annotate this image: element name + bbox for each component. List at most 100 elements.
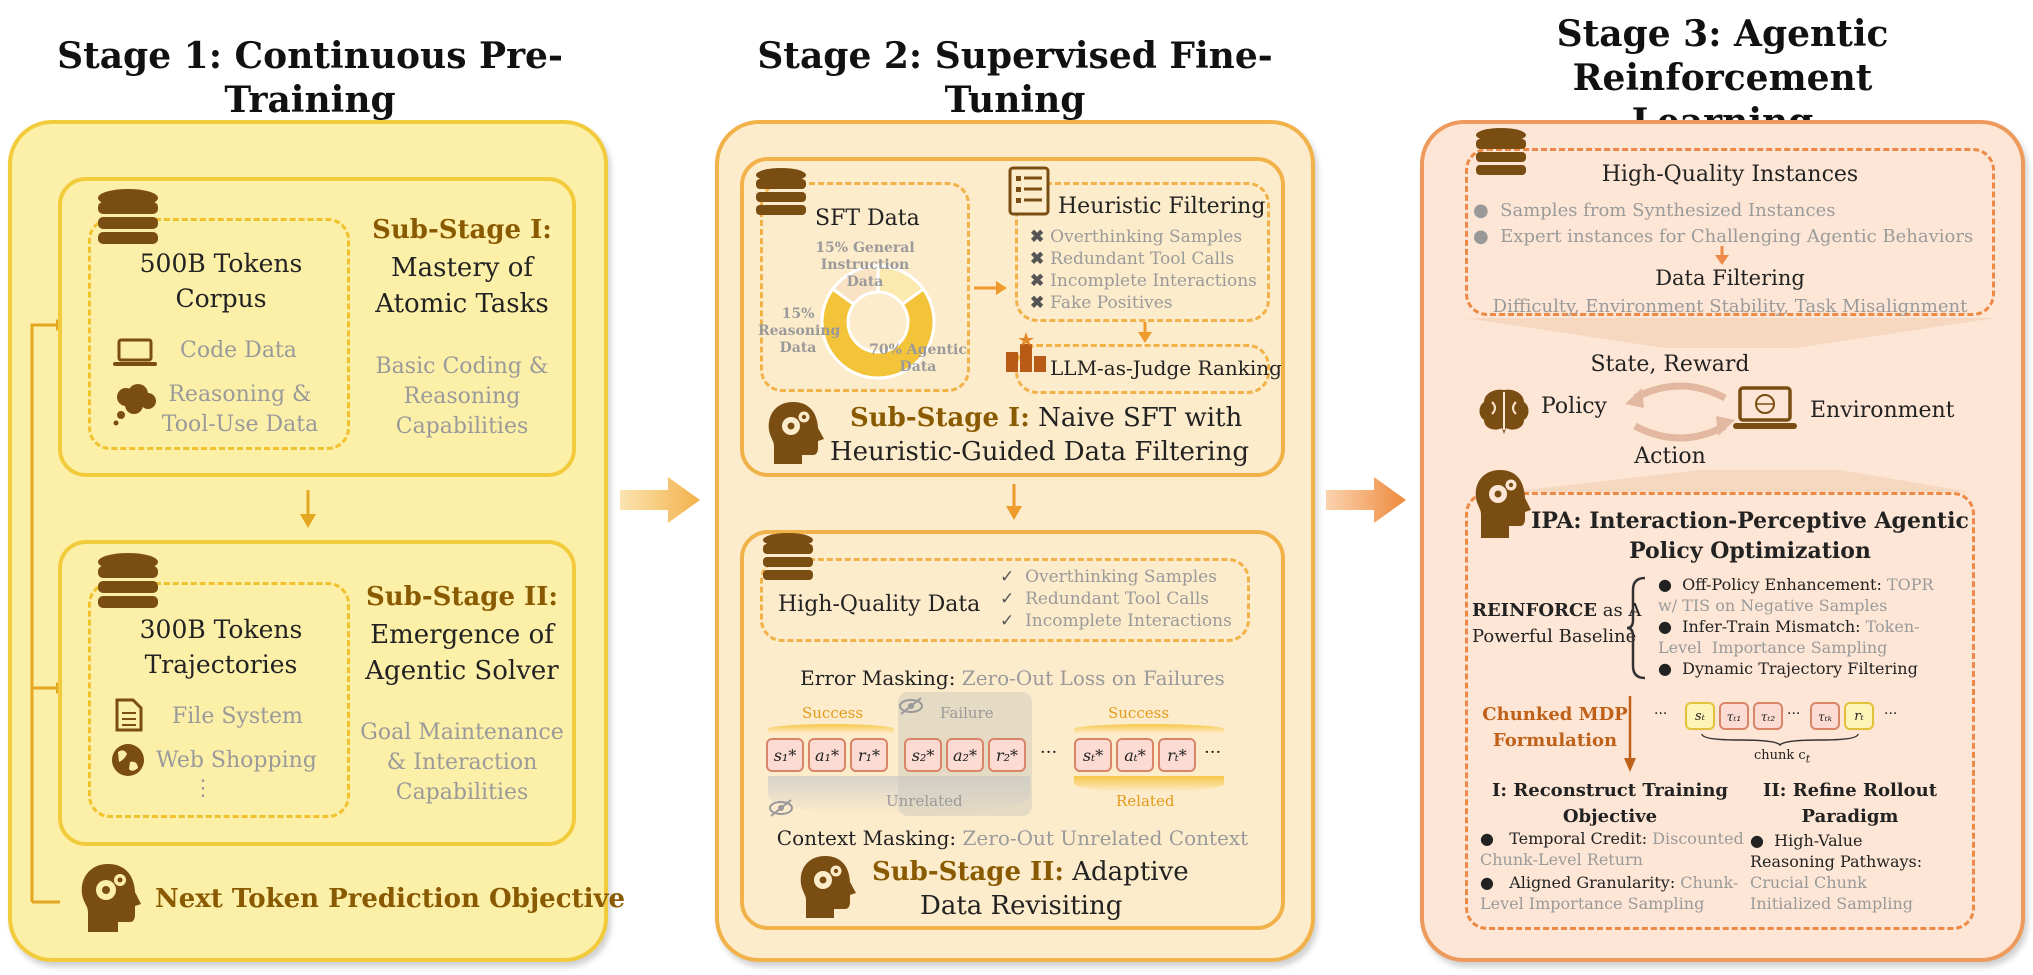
hq-instance-item: ● Samples from Synthesized Instances [1473,200,1836,221]
stage-arrow-icon [620,477,700,523]
data-filtering-title: Data Filtering [1655,266,1805,290]
chunk-ellipsis: ··· [1787,706,1801,722]
chip-ellipsis-2: ··· [1204,742,1222,763]
ipa-box [1465,492,1975,930]
code-data-label: Code Data [180,338,297,363]
stage2-sub1-heading: Sub-Stage I: Naive SFT with [850,403,1243,433]
thought-bubble-icon [113,384,156,426]
hq-list: ✓ Overthinking Samples ✓ Redundant Tool … [1000,566,1232,632]
unrelated-label: Unrelated [886,792,963,810]
hq-item: ✓ Incomplete Interactions [1000,611,1232,631]
ipa-funnel-shade [1510,470,1970,492]
sft-data-box [760,182,970,392]
brain-icon [1479,389,1529,434]
token-chip: rₜ* [1158,738,1196,772]
context-masking: Context Masking: Zero-Out Unrelated Cont… [776,826,1249,850]
stage1-title: Stage 1: Continuous Pre-Training [57,35,563,121]
reconstruct-item: ● Aligned Granularity: Chunk- Level Impo… [1480,873,1739,913]
filter-item: ✖ Overthinking Samples [1030,227,1243,247]
related-band [1074,776,1224,792]
environment-label: Environment [1810,398,1955,423]
objective-label: Next Token Prediction Objective [155,884,626,914]
right-arrow-icon [974,281,1007,295]
policy-label: Policy [1541,394,1607,419]
head-gear-icon [81,864,141,932]
chunked-mdp-label: Chunked MDP Formulation [1482,704,1628,751]
corpus2-title: 300B Tokens Trajectories [139,615,303,679]
success-label: Success [802,704,864,722]
reconstruct-item: ● Temporal Credit: Discounted Chunk-Leve… [1480,829,1744,869]
chip-ellipsis: ··· [1040,742,1058,763]
globe-icon [112,744,144,776]
chunk-chip: τₜ₂ [1753,702,1783,730]
hq-instance-item: ● Expert instances for Challenging Agent… [1473,226,1974,247]
eye-off-icon [769,799,793,817]
refine-list: ● High-Value Reasoning Pathways: Crucial… [1750,830,1922,914]
substage2-label: Sub-Stage II: [366,582,558,612]
down-arrow-icon [1006,484,1022,520]
token-chip: r₁* [850,738,888,772]
reconstruct-list: ● Temporal Credit: Discounted Chunk-Leve… [1480,828,1744,914]
chunk-label: chunk ct [1754,748,1811,766]
head-gear-icon [768,402,824,464]
stage1-corpus2-box [88,582,350,818]
sft-donut-chart [820,264,936,380]
corpus1-title: 500B Tokens Corpus [139,249,303,313]
substage2-capabilities: Goal Maintenance & Interaction Capabilit… [360,720,564,805]
eye-off-icon [899,697,923,715]
stage2-sub2-line2: Data Revisiting [920,891,1123,921]
enhancement-item: ● Infer-Train Mismatch: Token- Level Imp… [1658,617,1920,657]
hq-instances-box [1465,148,1995,316]
substage1-capabilities: Basic Coding & Reasoning Capabilities [375,354,549,439]
heuristic-filtering-title: Heuristic Filtering [1058,194,1266,219]
database-icon [98,189,158,244]
stage2-sub2-heading: Sub-Stage II: Adaptive [872,857,1189,887]
substage2-name: Emergence of Agentic Solver [365,620,559,686]
data-filtering-desc: Difficulty, Environment Stability, Task … [1492,296,1968,317]
token-chip: a₂* [946,738,984,772]
brace-icon [1626,576,1646,680]
hq-data-title: High-Quality Data [778,592,981,617]
state-reward-label: State, Reward [1590,352,1750,377]
hq-item: ✓ Overthinking Samples [1000,567,1217,587]
related-label: Related [1116,792,1175,810]
token-chip: a₁* [808,738,846,772]
database-icon [1476,128,1526,175]
hq-data-box [760,558,1250,642]
chunk-ellipsis: ··· [1654,706,1668,722]
stage2-sub1-line2: Heuristic-Guided Data Filtering [830,437,1249,467]
token-chip: r₂* [988,738,1026,772]
success-band [768,724,894,734]
ranking-label: LLM-as-Judge Ranking [1050,356,1282,380]
podium-icon [1006,332,1046,372]
head-gear-icon [800,856,856,918]
hq-instances-title: High-Quality Instances [1601,162,1859,187]
success-label-2: Success [1108,704,1170,722]
slice-label-reasoning: 15% Reasoning Data [758,306,841,356]
head-gear-icon [1475,470,1531,538]
refine-item: ● High-Value Reasoning Pathways: Crucial… [1750,831,1923,913]
interaction-cycle-arrows [1625,382,1735,442]
unrelated-band [768,776,1030,816]
filter-list: ✖ Overthinking Samples ✖ Redundant Tool … [1030,226,1257,314]
chunk-chip: τₜ₁ [1719,702,1749,730]
stage2-title: Stage 2: Supervised Fine-Tuning [757,35,1273,121]
document-icon [115,698,143,732]
token-chip: sₜ* [1074,738,1112,772]
success-band [1074,724,1224,734]
chunk-brace-icon [1701,733,1859,746]
more-items-ellipsis: ⋮ [192,776,214,801]
failure-label: Failure [940,704,994,722]
reasoning-tooluse-label: Reasoning & Tool-Use Data [161,382,319,437]
chunk-ellipsis: ··· [1884,706,1898,722]
ipa-title: IPA: Interaction-Perceptive Agentic Poli… [1531,508,1969,564]
refine-title: II: Refine Rollout Paradigm [1762,780,1938,827]
stage1-corpus1-box [88,218,350,450]
filter-item: ✖ Redundant Tool Calls [1030,249,1235,269]
down-arrow-icon [1624,696,1636,772]
token-chip: aₜ* [1116,738,1154,772]
chunk-chip: τₜₖ [1810,702,1840,730]
chunk-chip: sₜ [1685,702,1715,730]
down-arrow-icon [1715,246,1729,265]
